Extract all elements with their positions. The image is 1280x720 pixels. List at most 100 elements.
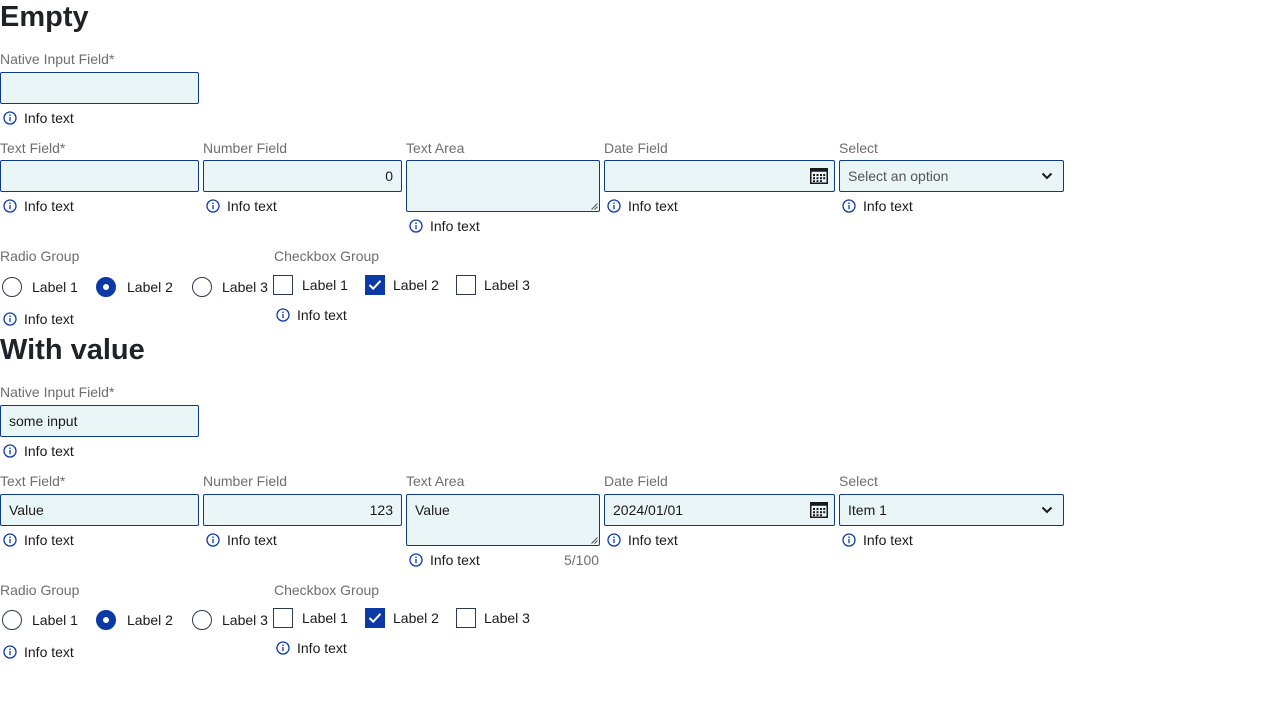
text-area-label: Text Area [406,140,465,156]
radio-group-info: Info text [3,644,74,660]
date-field-value: 2024/01/01 [613,502,684,518]
info-text: Info text [24,110,74,126]
info-text: Info text [863,532,913,548]
character-counter: 5/100 [564,552,600,568]
checkbox-option-label: Label 1 [302,277,348,293]
section-title-with-value: With value [0,334,145,366]
info-circle-icon [409,219,423,233]
checkbox-label-2[interactable] [365,608,385,628]
number-field[interactable]: 123 [203,494,402,526]
text-area-value: Value [415,502,450,518]
native-input-field[interactable]: some input [0,405,199,437]
radio-option-label: Label 1 [32,612,78,628]
date-field[interactable] [604,160,835,192]
checkbox-label-3[interactable] [456,275,476,295]
checkbox-label-1[interactable] [273,608,293,628]
check-icon [368,613,382,624]
checkbox-group-info: Info text [276,307,347,323]
chevron-down-icon [1041,506,1053,514]
date-field[interactable]: 2024/01/01 [604,494,835,526]
text-area[interactable]: Value [406,494,600,546]
info-text: Info text [24,311,74,327]
info-circle-icon [276,641,290,655]
info-circle-icon [3,645,17,659]
text-field[interactable]: Value [0,494,199,526]
info-text: Info text [628,198,678,214]
checkbox-label-1[interactable] [273,275,293,295]
info-text: Info text [227,198,277,214]
number-field[interactable]: 0 [203,160,402,192]
info-circle-icon [842,533,856,547]
info-text: Info text [227,532,277,548]
resize-grip-icon[interactable] [591,203,598,210]
calendar-icon[interactable] [810,168,828,184]
checkbox-label-3[interactable] [456,608,476,628]
checkbox-group-label: Checkbox Group [274,248,380,264]
radio-option-label: Label 3 [222,279,268,295]
select-field[interactable]: Item 1 [839,494,1064,526]
info-circle-icon [3,199,17,213]
radio-group-info: Info text [3,311,74,327]
select-info: Info text [842,532,913,548]
radio-option-label: Label 2 [127,279,173,295]
radio-option-label: Label 3 [222,612,268,628]
text-area-info: Info text [409,218,480,234]
radio-option-label: Label 2 [127,612,173,628]
select-label: Select [839,473,878,489]
info-text: Info text [628,532,678,548]
text-field[interactable] [0,160,199,192]
native-input-info: Info text [3,110,74,126]
checkbox-option-label: Label 3 [484,610,530,626]
number-field-info: Info text [206,198,277,214]
info-circle-icon [607,533,621,547]
date-field-info: Info text [607,198,678,214]
resize-grip-icon[interactable] [591,537,598,544]
checkbox-group-label: Checkbox Group [274,582,380,598]
select-value: Item 1 [848,502,887,518]
checkbox-group-info: Info text [276,640,347,656]
info-text: Info text [430,552,480,568]
radio-label-2[interactable] [96,610,116,630]
text-area[interactable] [406,160,600,212]
radio-group-label: Radio Group [0,248,80,264]
number-field-label: Number Field [203,140,288,156]
native-input-label: Native Input Field* [0,51,115,67]
info-circle-icon [3,312,17,326]
select-info: Info text [842,198,913,214]
text-field-info: Info text [3,198,74,214]
select-field[interactable]: Select an option [839,160,1064,192]
info-text: Info text [297,640,347,656]
radio-label-3[interactable] [192,277,212,297]
radio-option-label: Label 1 [32,279,78,295]
date-field-label: Date Field [604,473,668,489]
info-text: Info text [863,198,913,214]
info-text: Info text [24,443,74,459]
radio-label-3[interactable] [192,610,212,630]
number-field-label: Number Field [203,473,288,489]
info-circle-icon [3,444,17,458]
radio-group-label: Radio Group [0,582,80,598]
info-circle-icon [3,533,17,547]
radio-label-1[interactable] [2,277,22,297]
number-field-info: Info text [206,532,277,548]
info-circle-icon [206,533,220,547]
checkbox-option-label: Label 1 [302,610,348,626]
checkbox-label-2[interactable] [365,275,385,295]
info-circle-icon [276,308,290,322]
info-circle-icon [409,553,423,567]
checkbox-option-label: Label 3 [484,277,530,293]
select-label: Select [839,140,878,156]
info-circle-icon [3,111,17,125]
date-field-info: Info text [607,532,678,548]
calendar-icon[interactable] [810,502,828,518]
native-input-field[interactable] [0,72,199,104]
radio-label-2[interactable] [96,277,116,297]
chevron-down-icon [1041,172,1053,180]
native-input-label: Native Input Field* [0,384,115,400]
text-field-info: Info text [3,532,74,548]
date-field-label: Date Field [604,140,668,156]
info-circle-icon [206,199,220,213]
text-area-label: Text Area [406,473,465,489]
info-circle-icon [607,199,621,213]
radio-label-1[interactable] [2,610,22,630]
